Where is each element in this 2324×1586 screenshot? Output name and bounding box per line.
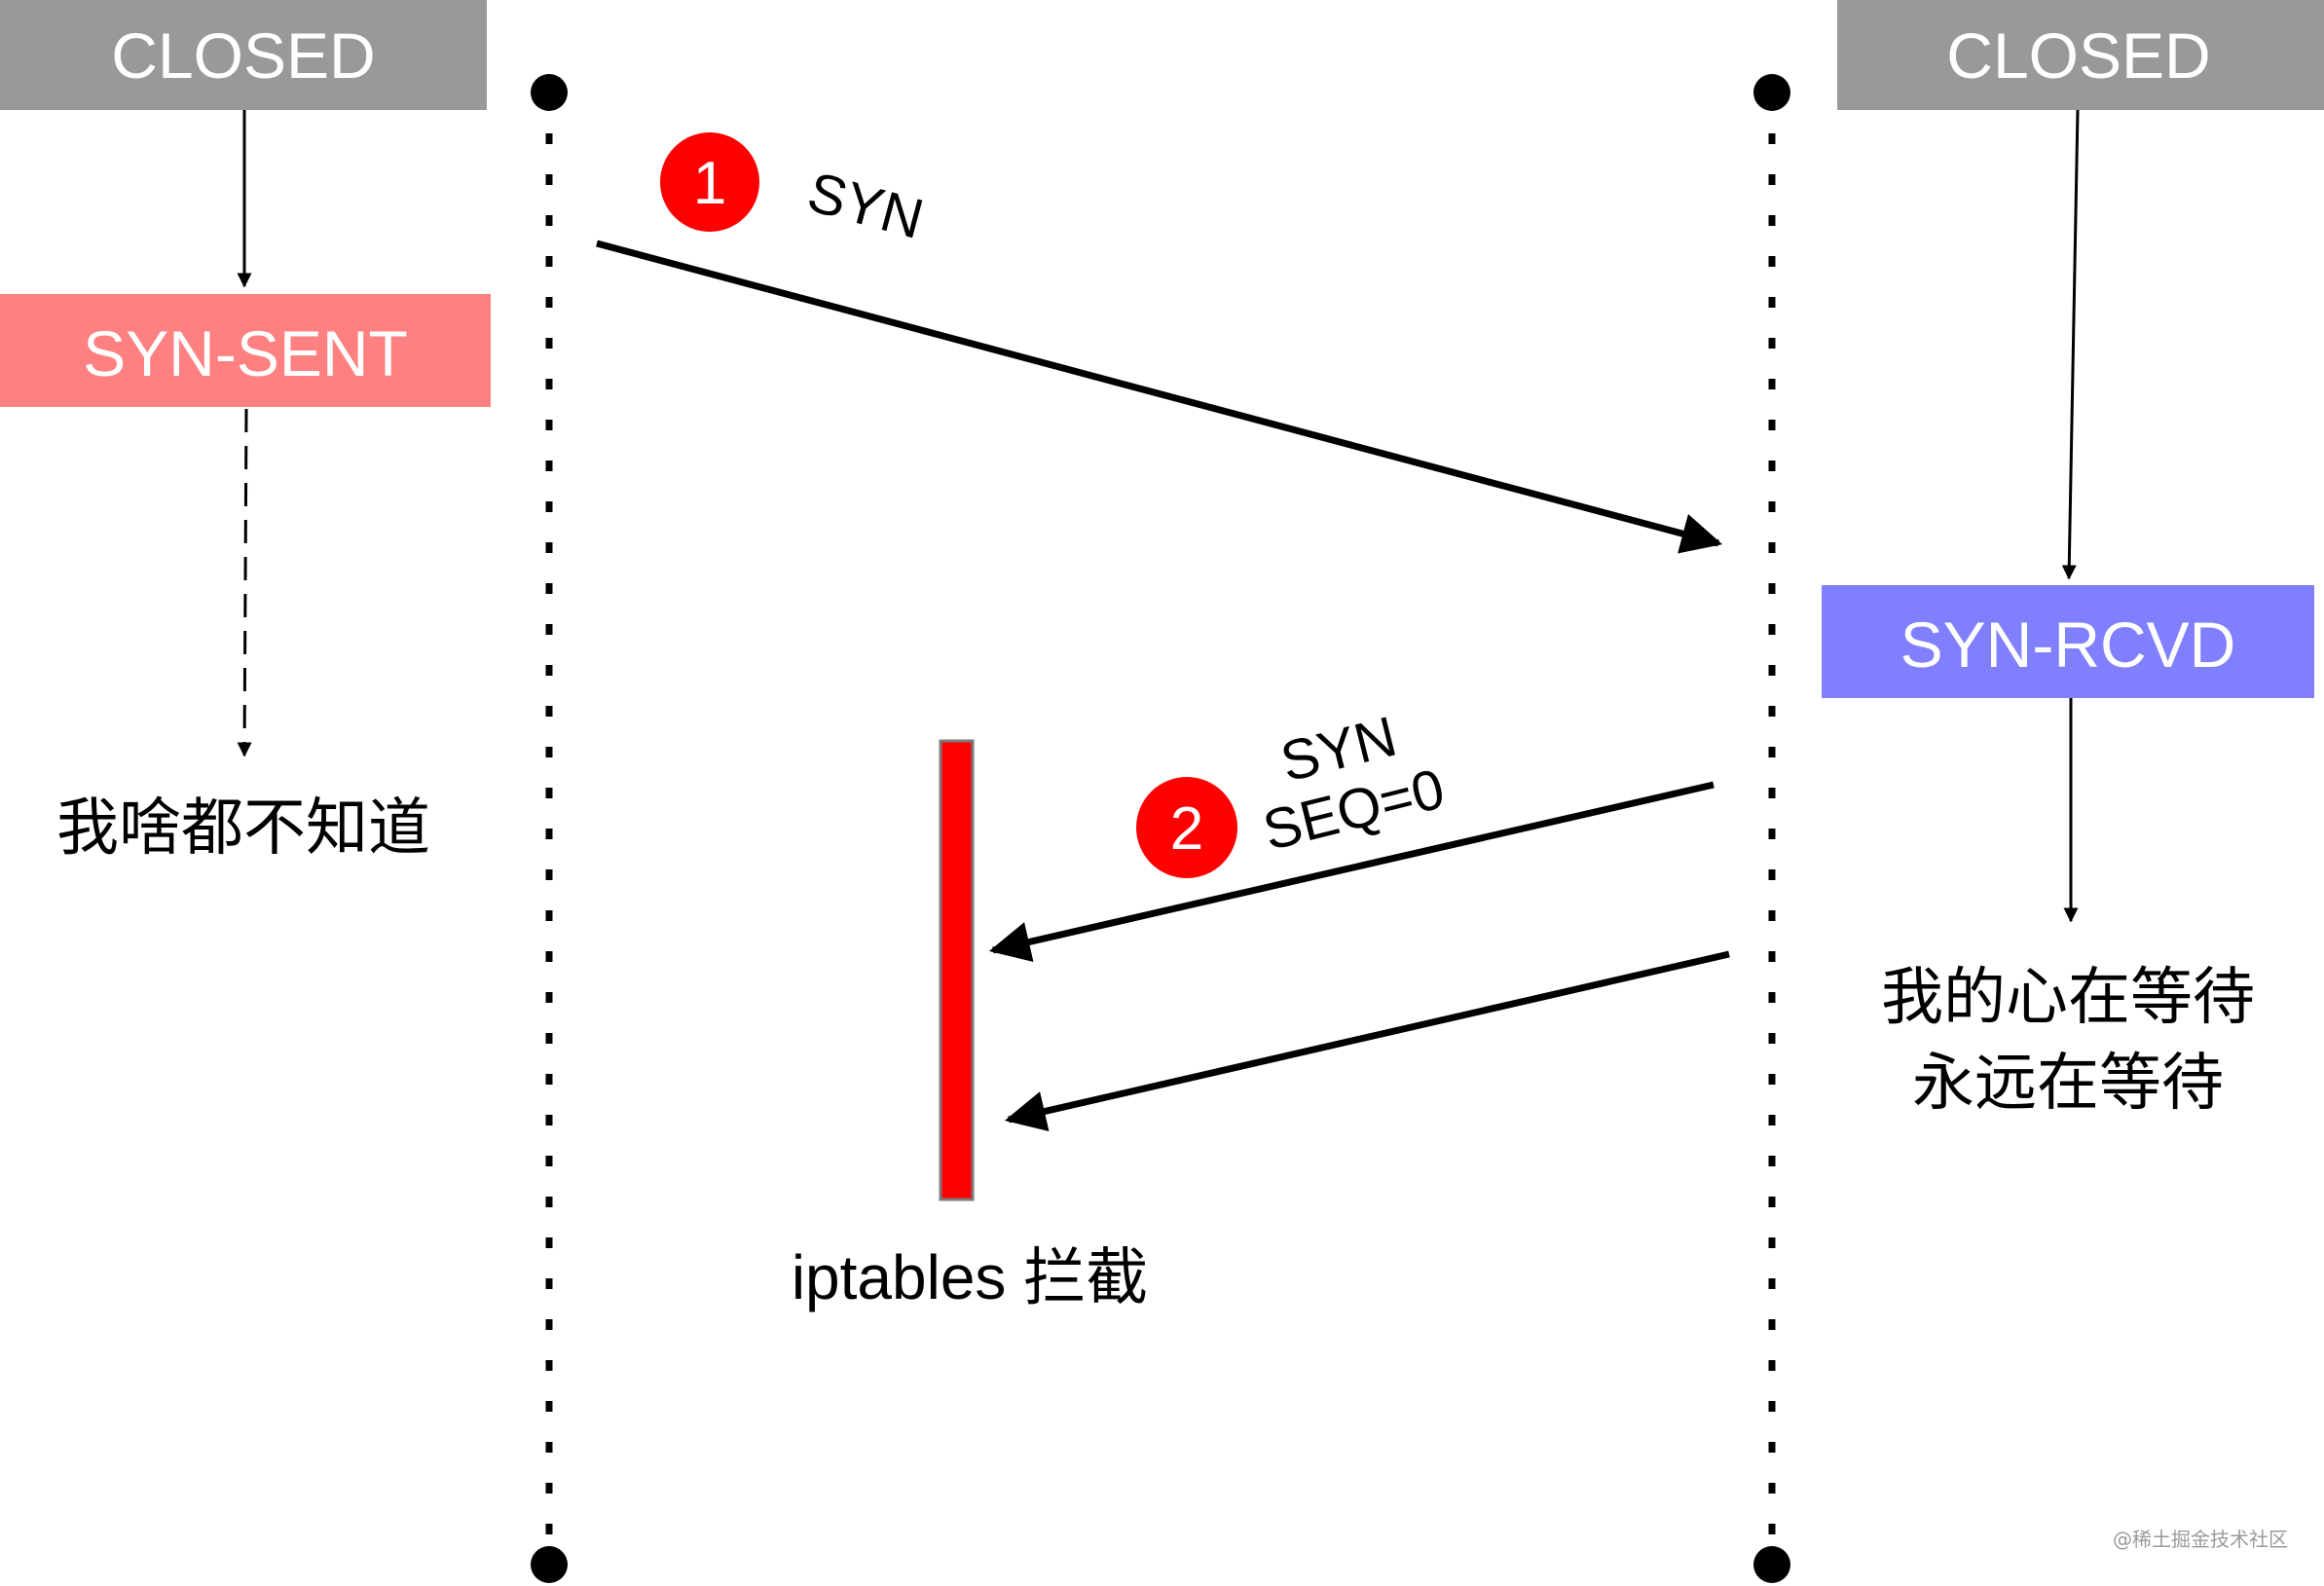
syn-message-label: SYN xyxy=(801,160,930,251)
server-syn-rcvd-label: SYN-RCVD xyxy=(1900,609,2236,681)
client-note: 我啥都不知道 xyxy=(56,793,430,865)
client-timeline-end-dot xyxy=(531,1546,568,1583)
syn-retransmit-arrow xyxy=(1004,950,1730,1132)
iptables-block-bar xyxy=(939,739,975,1201)
syn-reply-label: SYN SEQ=0 xyxy=(1257,705,1451,863)
watermark: @稀土掘金技术社区 xyxy=(2113,1528,2288,1551)
server-note-line2: 永远在等待 xyxy=(1912,1048,2224,1120)
server-timeline-end-dot xyxy=(1753,1546,1790,1583)
client-closed-box xyxy=(0,0,487,110)
client-timeline-start-dot xyxy=(531,74,568,111)
server-closed-box xyxy=(1837,0,2324,110)
syn-reply-arrow xyxy=(988,781,1715,963)
step1-badge-number: 1 xyxy=(693,150,726,217)
server-closed-label: CLOSED xyxy=(1946,19,2210,92)
server-syn-rcvd-box xyxy=(1822,585,2314,698)
client-closed-label: CLOSED xyxy=(111,19,375,92)
client-waiting-dashed-arrow xyxy=(237,408,252,757)
step1-badge xyxy=(660,132,759,232)
iptables-label: iptables 拦截 xyxy=(792,1242,1148,1312)
server-note-line1: 我的心在等待 xyxy=(1881,962,2255,1034)
client-syn-sent-box xyxy=(0,294,491,407)
syn-message-arrow xyxy=(596,240,1723,554)
client-syn-sent-label: SYN-SENT xyxy=(83,317,408,389)
server-closed-to-syn-rcvd-arrow xyxy=(2061,109,2080,580)
step2-badge xyxy=(1136,777,1237,878)
step2-badge-number: 2 xyxy=(1170,795,1203,863)
server-timeline-start-dot xyxy=(1753,74,1790,111)
